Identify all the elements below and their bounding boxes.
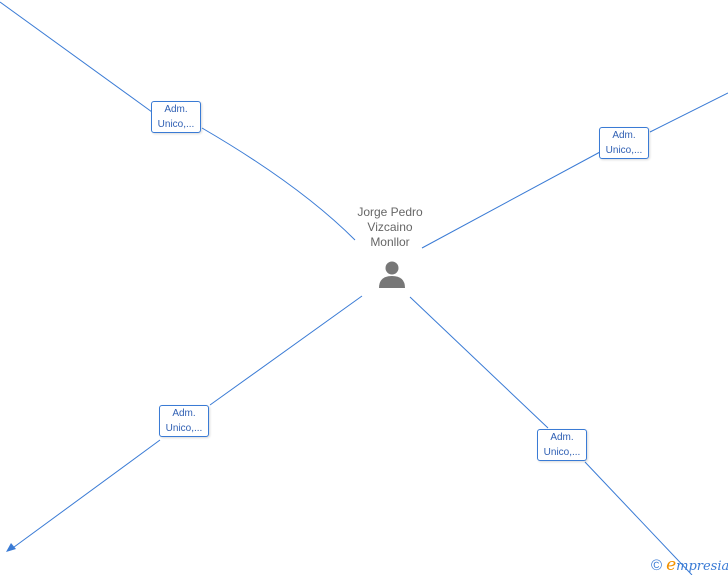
relation-detail: Unico,... — [543, 447, 581, 458]
brand-name: mpresia — [676, 559, 728, 574]
edge-top-right — [421, 92, 728, 249]
relation-role: Adm. — [550, 432, 574, 443]
relation-role: Adm. — [172, 408, 196, 419]
person-name-line: Monllor — [370, 235, 410, 249]
brand-logo: empresia — [666, 555, 728, 575]
relation-role: Adm. — [164, 104, 188, 115]
person-name-line: Vizcaino — [367, 220, 413, 234]
arrowhead-icon — [6, 543, 16, 552]
edge-top-left — [0, 1, 356, 241]
person-name-line: Jorge Pedro — [357, 205, 423, 219]
relation-label-top-right[interactable]: Adm. Unico,... — [599, 127, 649, 159]
brand-initial: e — [666, 555, 677, 575]
copyright-icon: © — [651, 556, 663, 574]
person-name[interactable]: Jorge Pedro Vizcaino Monllor — [340, 205, 440, 250]
edge-bottom-right — [409, 296, 693, 575]
relation-label-bottom-left[interactable]: Adm. Unico,... — [159, 405, 209, 437]
relation-detail: Unico,... — [165, 423, 203, 434]
relation-label-bottom-right[interactable]: Adm. Unico,... — [537, 429, 587, 461]
person-icon[interactable] — [377, 259, 407, 289]
relation-label-top-left[interactable]: Adm. Unico,... — [151, 101, 201, 133]
relation-role: Adm. — [612, 130, 636, 141]
watermark: © empresia — [651, 555, 728, 575]
relation-detail: Unico,... — [605, 145, 643, 156]
relation-detail: Unico,... — [157, 119, 195, 130]
edge-bottom-left — [9, 295, 363, 551]
